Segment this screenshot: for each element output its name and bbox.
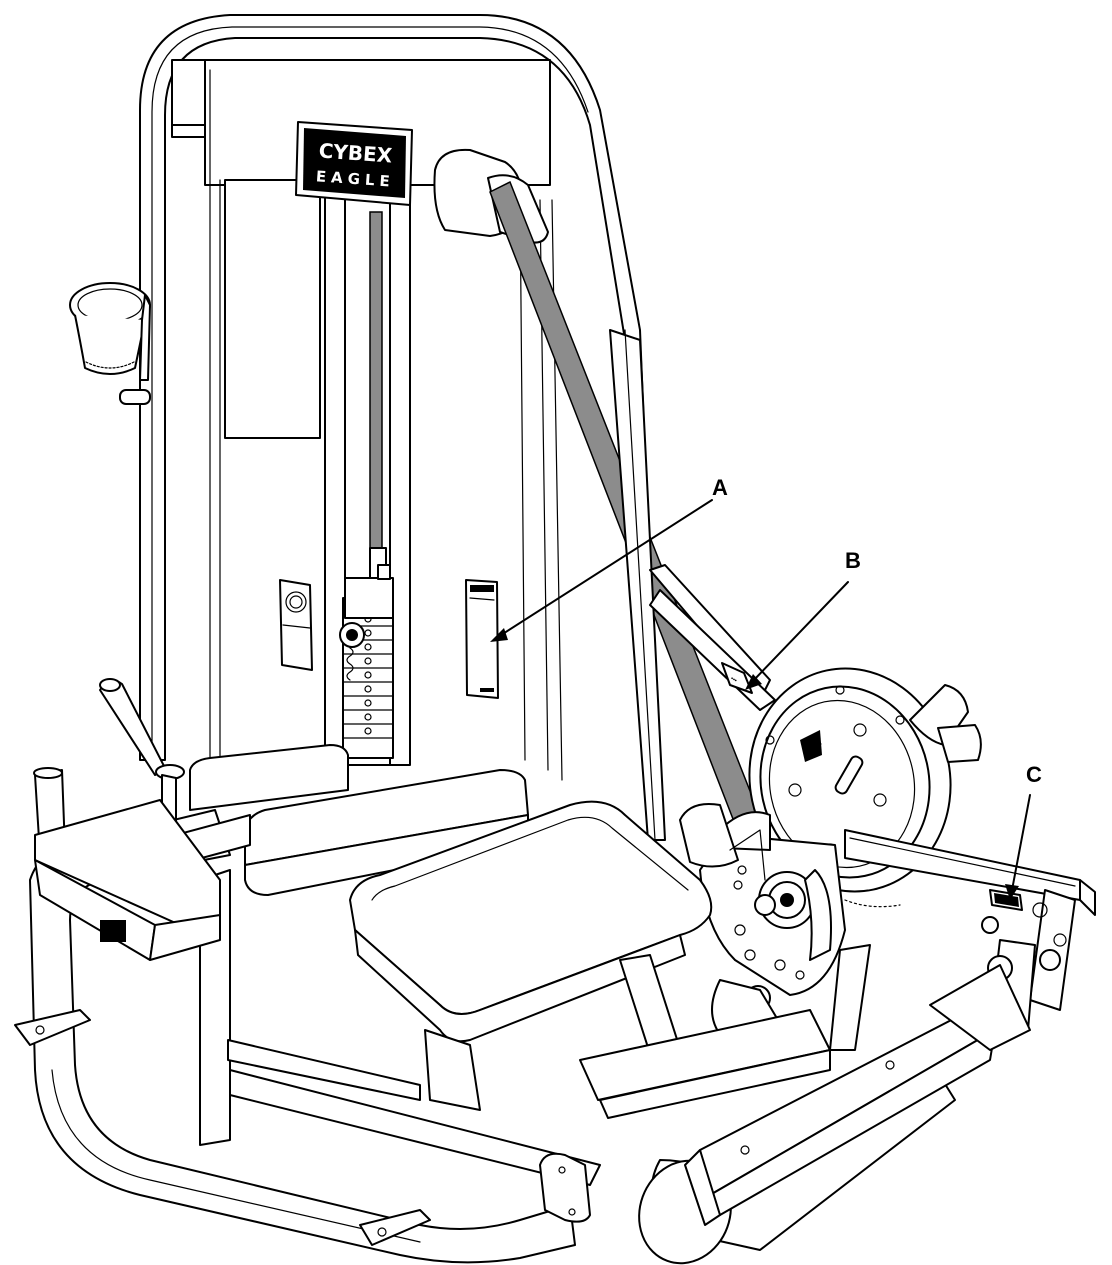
cybex-eagle-logo: CYBEX EAGLE (295, 121, 413, 206)
logo-brand-text: CYBEX (318, 138, 394, 167)
roller-pad (638, 964, 1031, 1265)
tower-decal-panel (224, 179, 321, 439)
seat-pad (349, 800, 713, 1043)
warning-placard-a (465, 579, 499, 699)
logo-line2-text: EAGLE (315, 167, 395, 190)
callout-leaders (490, 499, 1031, 900)
callout-label-c: C (1026, 762, 1042, 787)
left-placard (279, 579, 313, 671)
weight-stack (339, 547, 394, 759)
callout-label-a: A (712, 475, 728, 500)
placard-b: ▪▪▪ (721, 662, 753, 694)
pivot-assembly (679, 803, 901, 1046)
callout-label-b: B (845, 548, 861, 573)
cam-disk (748, 667, 982, 893)
selector-rod (369, 211, 383, 553)
cup-holder (69, 282, 151, 405)
svg-text:▪▪▪: ▪▪▪ (729, 676, 738, 684)
left-handles (33, 678, 251, 961)
